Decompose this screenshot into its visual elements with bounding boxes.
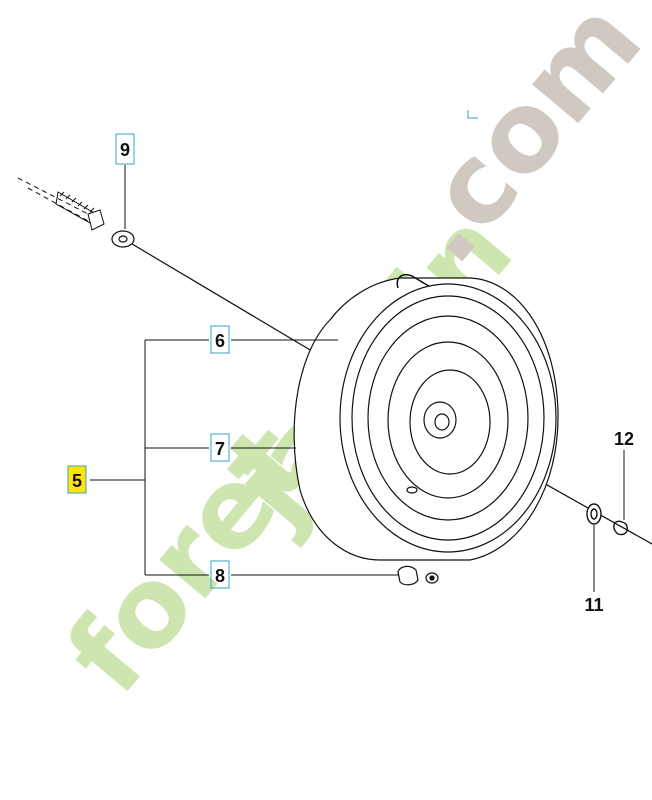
callout-9-label: 9 [120,140,130,160]
callout-5-label: 5 [72,471,82,491]
corner-mark [467,110,478,119]
valve-8 [397,565,439,586]
bolt [17,177,105,231]
washer-11 [586,503,602,525]
callout-12: 12 [614,429,634,449]
callout-8-label: 8 [215,566,225,586]
washer-9 [111,230,135,248]
callout-5: 5 [67,465,87,494]
leader-lines [90,165,625,592]
callout-11-label: 11 [584,595,603,615]
callout-6-label: 6 [215,331,225,351]
callout-11: 11 [584,595,603,615]
callout-7: 7 [210,433,230,462]
callout-6: 6 [210,325,230,354]
wheel [293,274,559,561]
callout-8: 8 [210,560,230,589]
callout-7-label: 7 [215,439,225,459]
callout-9: 9 [115,133,135,165]
callout-12-label: 12 [614,429,634,449]
clip-12 [613,520,628,536]
